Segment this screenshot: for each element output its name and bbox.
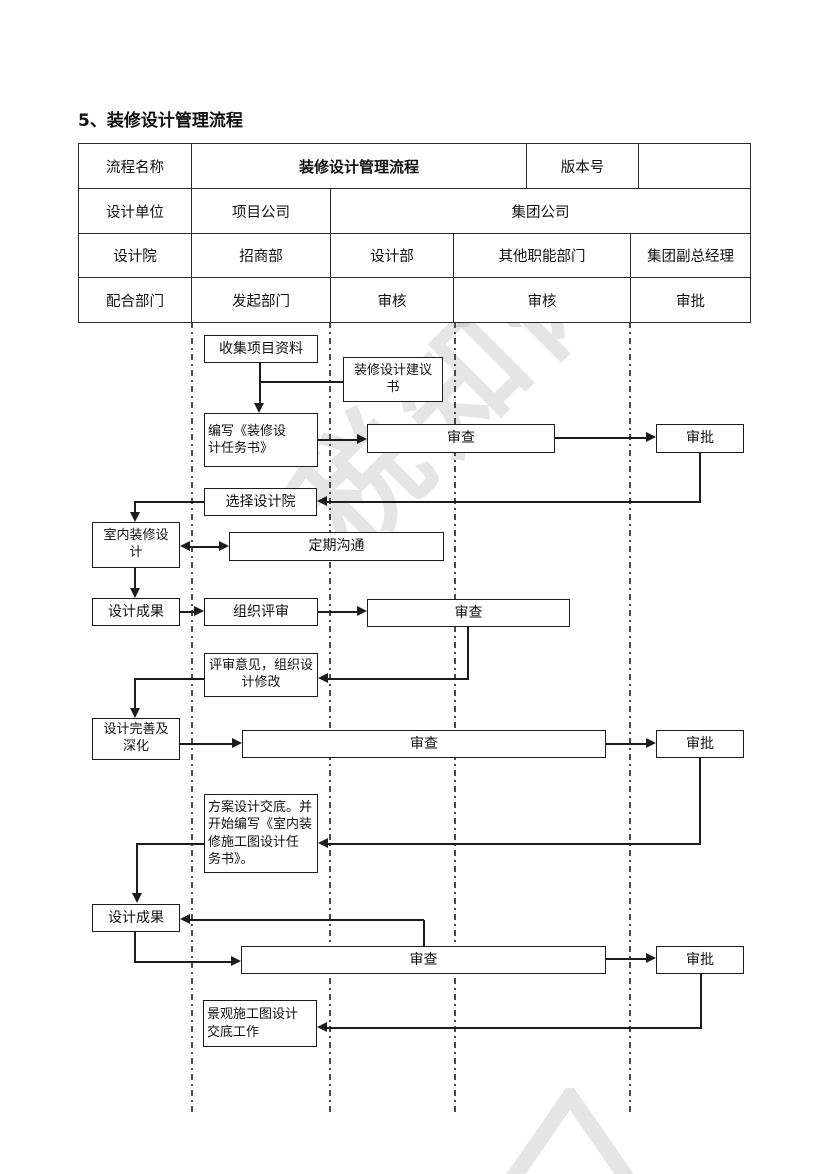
flow-box-review-opinions: 评审意见，组织设 计修改 [204,653,318,697]
flow-box-review-1: 审查 [367,424,555,453]
cell-project-company: 项目公司 [192,189,331,234]
arrowhead [318,838,328,848]
cell-role-review1: 审核 [331,278,454,323]
connector-compile-review1 [318,439,358,441]
connector-review1-approve1 [555,437,647,439]
arrowhead [180,541,190,551]
flow-box-design-results-2: 设计成果 [92,904,180,932]
connector-results1-organize [180,611,195,613]
table-row: 设计单位 项目公司 集团公司 [79,189,751,234]
flow-box-organize-review: 组织评审 [204,598,318,626]
cell-group-company: 集团公司 [331,189,751,234]
connector-select-interior [135,501,204,503]
cell-version-label: 版本号 [527,144,639,189]
connector-opinions-deepen [134,678,136,709]
cell-process-name-value: 装修设计管理流程 [192,144,527,189]
flow-box-design-proposal: 装修设计建议 书 [343,357,443,402]
arrowhead [130,708,140,718]
watermark-logo-bottom [506,1088,634,1174]
table-row: 设计院 招商部 设计部 其他职能部门 集团副总经理 [79,234,751,278]
connector-review4-results2 [423,920,425,946]
flow-box-design-deepen: 设计完善及 深化 [92,718,180,760]
connector-handover-results2 [136,843,204,845]
cell-merchants-dept: 招商部 [192,234,331,278]
arrowhead [254,403,264,413]
flow-box-design-results-1: 设计成果 [92,598,180,626]
connector-interior-results1 [134,568,136,589]
connector-select-interior [134,501,136,513]
arrowhead [232,738,242,748]
flow-box-review-3: 审查 [242,730,606,758]
connector-proposal-join [260,381,343,383]
arrowhead [180,914,190,924]
flow-box-landscape-handover: 景观施工图设计 交底工作 [203,1000,317,1047]
flow-box-interior-design: 室内装修设 计 [92,522,180,568]
flow-box-select-institute: 选择设计院 [204,488,317,516]
table-row: 配合部门 发起部门 审核 审核 审批 [79,278,751,323]
arrowhead [317,1022,327,1032]
cell-design-institute: 设计院 [79,234,192,278]
connector-results2-review4 [134,932,136,963]
connector-results2-review4 [134,961,232,963]
connector-opinions-deepen [135,678,204,680]
connector-review2-opinions [328,678,469,680]
cell-vice-gm: 集团副总经理 [631,234,751,278]
flow-box-compile-task-book: 编写《装修设 计任务书》 [204,413,318,467]
arrowhead [219,541,229,551]
cell-design-unit-label: 设计单位 [79,189,192,234]
arrowhead [357,434,367,444]
connector-approve3-landscape [327,1027,701,1029]
arrowhead [646,432,656,442]
flow-box-review-2: 审查 [367,599,570,627]
flow-box-regular-communication: 定期沟通 [229,532,444,561]
arrowhead [317,496,327,506]
cell-version-value [639,144,751,189]
cell-initiating-dept: 发起部门 [192,278,331,323]
connector-deepen-review3 [180,743,233,745]
lane-divider-4 [629,322,631,1113]
connector-approve2-handover [699,758,701,845]
arrowhead [646,953,656,963]
lane-divider-1 [191,322,193,1113]
cell-other-depts: 其他职能部门 [454,234,631,278]
connector-approve1-select [327,501,701,503]
arrowhead [646,738,656,748]
flow-box-approve-2: 审批 [656,730,744,758]
connector-review2-opinions [467,627,469,680]
connector-interior-communicate [188,546,221,548]
connector-approve3-landscape [700,974,702,1029]
connector-organize-review2 [318,611,358,613]
flow-box-approve-1: 审批 [656,424,744,453]
table-row: 流程名称 装修设计管理流程 版本号 [79,144,751,189]
connector-approve2-handover [328,843,701,845]
cell-role-approve: 审批 [631,278,751,323]
page-title: 5、装修设计管理流程 [78,111,243,131]
flow-box-collect-materials: 收集项目资料 [204,335,318,363]
arrowhead [194,606,204,616]
cell-cooperating-dept: 配合部门 [79,278,192,323]
arrowhead [132,893,142,903]
process-header-table: 流程名称 装修设计管理流程 版本号 设计单位 项目公司 集团公司 设计院 招商部… [78,143,751,323]
cell-process-name-label: 流程名称 [79,144,192,189]
lane-divider-3 [454,322,456,1113]
flow-box-scheme-handover: 方案设计交底。并 开始编写《室内装 修施工图设计任 务书》。 [204,794,318,873]
arrowhead [130,588,140,598]
arrowhead [318,673,328,683]
cell-role-review2: 审核 [454,278,631,323]
connector-handover-results2 [136,843,138,894]
cell-design-dept: 设计部 [331,234,454,278]
connector-review4-approve3 [606,958,647,960]
arrowhead [357,606,367,616]
arrowhead [231,956,241,966]
arrowhead [130,512,140,522]
connector-approve1-select [699,453,701,503]
connector-review3-approve2 [606,743,647,745]
connector-collect-compile [259,363,261,404]
flow-box-approve-3: 审批 [656,946,744,974]
connector-review4-results2 [190,919,424,921]
flow-box-review-4: 审查 [241,946,606,974]
lane-divider-2 [329,322,331,1113]
